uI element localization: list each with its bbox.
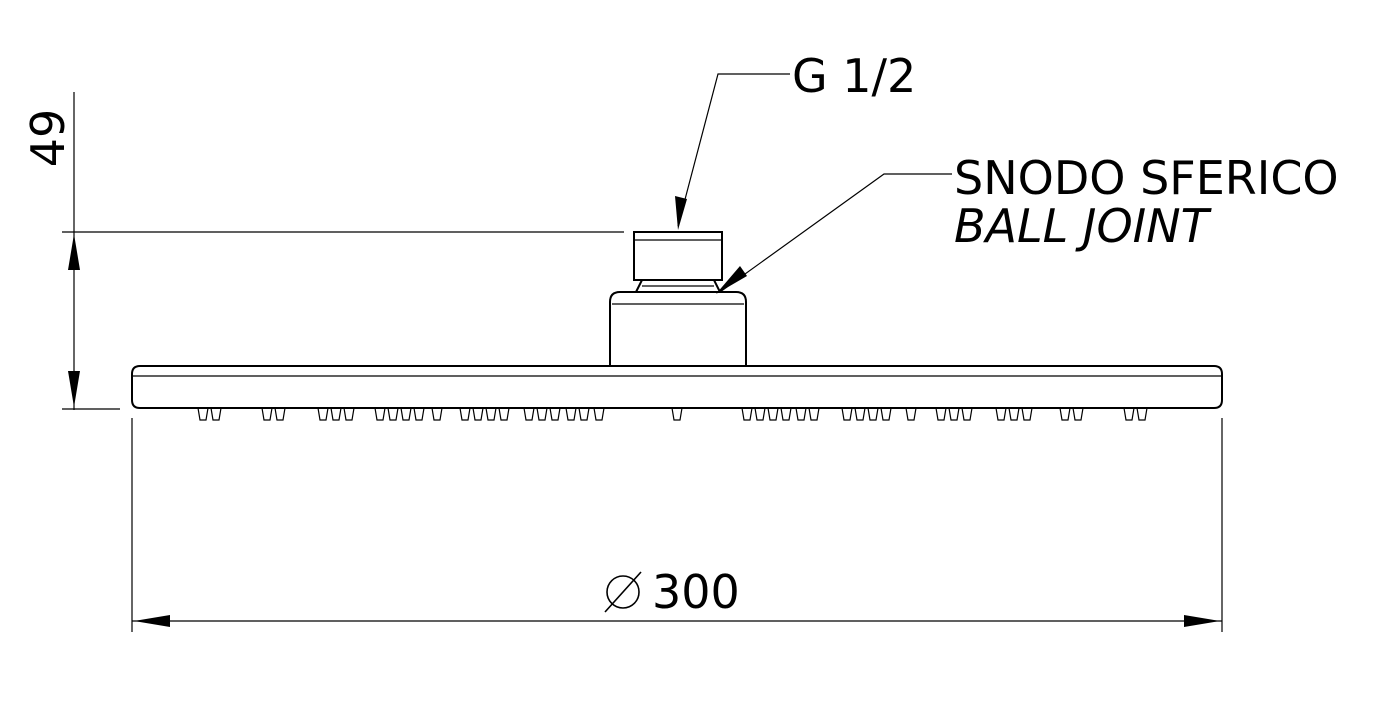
nozzle (880, 407, 892, 421)
nozzle (935, 407, 947, 421)
diameter-dimension-label: 300 (652, 565, 740, 619)
dim-arrow-left (134, 615, 170, 627)
nozzle (274, 407, 286, 421)
nozzle (197, 407, 209, 421)
ball-joint-callout: SNODO SFERICO BALL JOINT (716, 151, 1339, 294)
dim-arrow-bottom (68, 371, 80, 407)
thread-callout: G 1/2 (675, 49, 916, 230)
dim-arrow-right (1184, 615, 1220, 627)
nozzle (841, 407, 853, 421)
nozzle (485, 407, 497, 421)
nozzle (536, 407, 548, 421)
nozzle (210, 407, 222, 421)
nozzle (741, 407, 753, 421)
ball-joint-label-it: SNODO SFERICO (954, 151, 1339, 205)
nozzle (1008, 407, 1020, 421)
diameter-symbol-icon (604, 571, 642, 613)
nozzle (948, 407, 960, 421)
nozzle (413, 407, 425, 421)
ball-joint-label-en: BALL JOINT (954, 199, 1213, 253)
nozzle (472, 407, 484, 421)
callout-arrow-thread (675, 196, 687, 230)
thread-callout-label: G 1/2 (792, 49, 916, 103)
nozzle (431, 407, 443, 421)
nozzle (523, 407, 535, 421)
nozzle (780, 407, 792, 421)
nozzle (1136, 407, 1148, 421)
nozzle (854, 407, 866, 421)
nozzle (905, 407, 917, 421)
nozzle (400, 407, 412, 421)
nozzle (343, 407, 355, 421)
nozzle (261, 407, 273, 421)
ball-joint-body (609, 279, 747, 367)
height-dimension-label: 49 (21, 109, 75, 168)
nozzle (671, 407, 683, 421)
diameter-dimension: 300 (131, 418, 1223, 632)
nozzle (795, 407, 807, 421)
nozzle (387, 407, 399, 421)
nozzle (498, 407, 510, 421)
nozzle (565, 407, 577, 421)
nozzle (1021, 407, 1033, 421)
nozzle (1059, 407, 1071, 421)
nozzle (374, 407, 386, 421)
nozzle (593, 407, 605, 421)
nozzle (330, 407, 342, 421)
nozzle (767, 407, 779, 421)
nozzle (808, 407, 820, 421)
thread-fitting (633, 231, 723, 281)
callout-arrow-joint (716, 266, 747, 294)
nozzle (1072, 407, 1084, 421)
nozzle (578, 407, 590, 421)
nozzle (961, 407, 973, 421)
height-dimension: 49 (21, 92, 624, 410)
nozzle (459, 407, 471, 421)
nozzle (754, 407, 766, 421)
nozzle (549, 407, 561, 421)
nozzle (317, 407, 329, 421)
nozzle (995, 407, 1007, 421)
nozzle (1123, 407, 1135, 421)
dim-arrow-top (68, 234, 80, 270)
nozzle-row (197, 407, 1148, 421)
shower-head-plate (131, 365, 1223, 409)
nozzle (867, 407, 879, 421)
